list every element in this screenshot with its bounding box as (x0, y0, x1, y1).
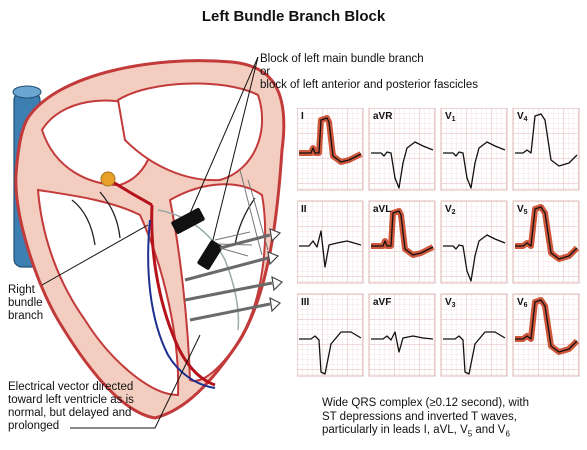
callout-block-line: Block of left main bundle branch (260, 53, 424, 65)
figure-title: Left Bundle Branch Block (201, 8, 386, 25)
callout-right-bundle-line: Right (8, 284, 35, 296)
right-bundle-branch (150, 204, 216, 387)
ecg-panel: I (297, 108, 364, 191)
ecg-panel: aVR (368, 108, 436, 191)
ecg-panel: aVL (368, 200, 436, 284)
ecg-panel: V2 (440, 200, 508, 284)
ecg-trace (371, 331, 434, 353)
ecg-panel-grid (512, 108, 580, 191)
ecg-panel-grid (368, 108, 436, 191)
ecg-panel: V1 (440, 108, 508, 191)
ecg-lead-label: V3 (445, 297, 456, 309)
caption-line: ST depressions and inverted T waves, (322, 410, 517, 423)
leader-lines (41, 56, 259, 429)
caption-text: particularly in leads I, aVL, V (322, 424, 468, 436)
ecg-lead-label: aVR (373, 111, 393, 122)
ecg-panel-grid (440, 293, 508, 377)
ecg-panel: V4 (512, 108, 580, 191)
ecg-lead-label: V2 (445, 204, 456, 216)
ecg-lead-label: aVF (373, 297, 391, 308)
caption-line: Wide QRS complex (≥0.12 second), with (322, 397, 529, 409)
caption-sub: 6 (505, 429, 510, 439)
ecg-panel-grid (368, 293, 436, 377)
ecg-trace (443, 141, 506, 189)
ecg-lead-label: II (301, 204, 307, 215)
ecg-panel: V5 (512, 200, 580, 284)
left-ventricle (168, 183, 267, 382)
right-atrium (116, 82, 263, 182)
block-fascicles (197, 240, 223, 270)
ecg-panel-grid (440, 200, 508, 284)
ecg-panel-grid (440, 108, 508, 191)
ecg-lead-label: V4 (517, 111, 528, 123)
right-bundle-branch-blue (147, 219, 216, 389)
ecg-lead-label: V6 (517, 297, 528, 309)
right-ventricle (36, 188, 180, 397)
ecg-lead-label: aVL (373, 204, 391, 215)
vector-arrow-heads (267, 228, 284, 313)
ecg-panel: II (297, 200, 364, 284)
caption-text: and V (472, 424, 506, 436)
heart-diagram (12, 56, 286, 429)
ecg-panel-grid (297, 293, 364, 377)
ecg-trace (515, 113, 578, 167)
callout-vector: Electrical vector directed toward left v… (8, 381, 134, 433)
ecg-trace (371, 141, 434, 189)
ecg-trace (299, 331, 362, 375)
ecg-trace (515, 299, 578, 353)
caption-line: particularly in leads I, aVL, V5 and V6 (322, 424, 584, 441)
callout-block-line: or (260, 66, 271, 78)
ecg-lead-label: V5 (517, 204, 528, 216)
ecg-trace (443, 331, 506, 375)
callout-block-line: block of left anterior and posterior fas… (260, 79, 478, 91)
callout-right-bundle-line: bundle (8, 297, 43, 309)
callout-vector-line: prolonged (8, 420, 60, 432)
papillary-strands (71, 191, 256, 246)
callout-block: Block of left main bundle branch or bloc… (260, 53, 478, 92)
callout-vector-line: normal, but delayed and (8, 407, 132, 419)
caption-sub: 5 (467, 429, 473, 439)
block-main-bundle (171, 208, 205, 234)
ecg-trace (371, 210, 434, 256)
ecg-trace (299, 230, 362, 268)
ecg-panel: V6 (512, 293, 580, 377)
ecg-trace (515, 206, 578, 260)
callout-vector-line: Electrical vector directed (8, 381, 134, 393)
callout-right-bundle: Right bundle branch (8, 284, 43, 323)
ecg-trace (299, 117, 362, 163)
ecg-lead-label: V1 (445, 111, 456, 123)
vector-arrows (184, 233, 273, 322)
ecg-caption: Wide QRS complex (≥0.12 second), with ST… (322, 397, 584, 441)
ecg-trace (443, 234, 506, 282)
callout-right-bundle-line: branch (8, 310, 44, 322)
ecg-panel-grid (297, 200, 364, 284)
callout-vector-line: toward left ventricle as is (8, 394, 134, 406)
ecg-panel: III (297, 293, 364, 377)
ecg-panel: aVF (368, 293, 436, 377)
av-node (100, 171, 116, 187)
ecg-lead-label: I (301, 111, 304, 122)
ecg-panel: V3 (440, 293, 508, 377)
ecg-lead-label: III (301, 297, 310, 308)
